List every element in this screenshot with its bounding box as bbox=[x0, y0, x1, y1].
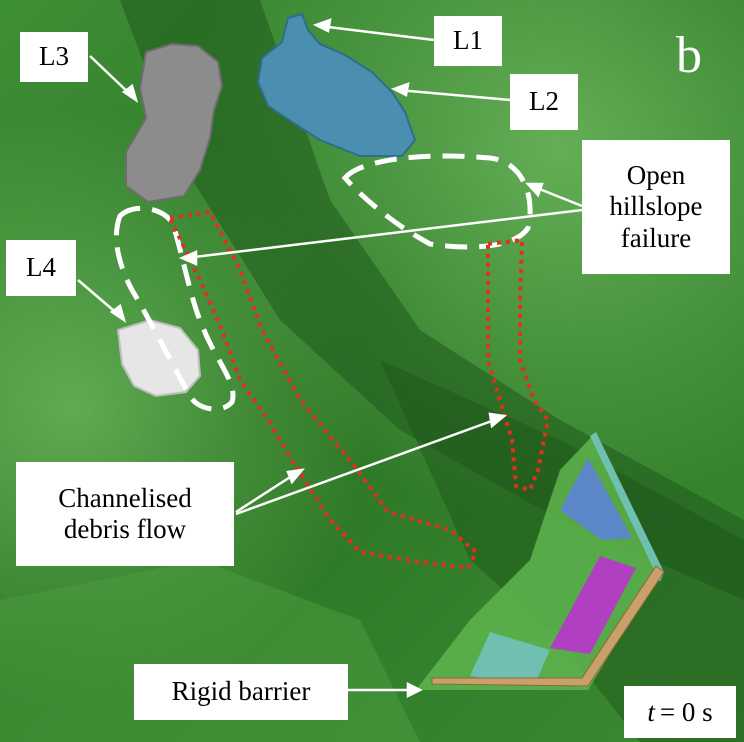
time-symbol: t bbox=[647, 696, 655, 727]
time-value: = 0 s bbox=[659, 696, 713, 727]
arrow-l3 bbox=[89, 55, 133, 97]
open-failure-outline-lower bbox=[113, 205, 236, 412]
arrow-debris-secondary-head bbox=[488, 412, 507, 429]
time-indicator: t = 0 s bbox=[624, 686, 736, 738]
block-blue bbox=[560, 458, 632, 540]
panel-letter: b bbox=[676, 27, 702, 84]
arrow-barrier-head bbox=[406, 681, 423, 699]
arrow-open-upper-head bbox=[525, 182, 544, 198]
arrow-l1 bbox=[319, 24, 435, 42]
label-l3: L3 bbox=[20, 32, 88, 82]
arrow-l2-head bbox=[390, 82, 410, 97]
debris-channel-outline-secondary bbox=[486, 237, 551, 493]
arrow-l3-head bbox=[121, 83, 139, 103]
block-teal bbox=[470, 632, 550, 686]
arrow-debris-secondary bbox=[235, 416, 501, 516]
label-l2: L2 bbox=[510, 74, 578, 130]
arrow-debris-main bbox=[235, 470, 299, 514]
landslide-l1-l2 bbox=[256, 12, 417, 157]
block-magenta bbox=[550, 556, 636, 654]
arrow-l4-head bbox=[109, 303, 127, 323]
barrier-side-wall bbox=[590, 432, 664, 582]
label-channelised-debris-flow: Channelised debris flow bbox=[16, 462, 234, 566]
label-rigid-barrier: Rigid barrier bbox=[134, 664, 348, 720]
arrow-debris-main-head bbox=[286, 468, 306, 485]
arrow-l1-head bbox=[312, 18, 332, 33]
arrow-open-lower bbox=[185, 208, 583, 260]
landslide-l3 bbox=[125, 42, 224, 204]
label-open-hillslope-failure: Open hillslope failure bbox=[582, 140, 730, 274]
open-failure-outline-upper bbox=[341, 153, 533, 250]
label-l4: L4 bbox=[6, 240, 76, 296]
arrow-open-lower-head bbox=[178, 250, 198, 266]
label-l1: L1 bbox=[434, 16, 502, 66]
rigid-barrier bbox=[431, 565, 665, 687]
arrow-l2 bbox=[397, 88, 511, 102]
